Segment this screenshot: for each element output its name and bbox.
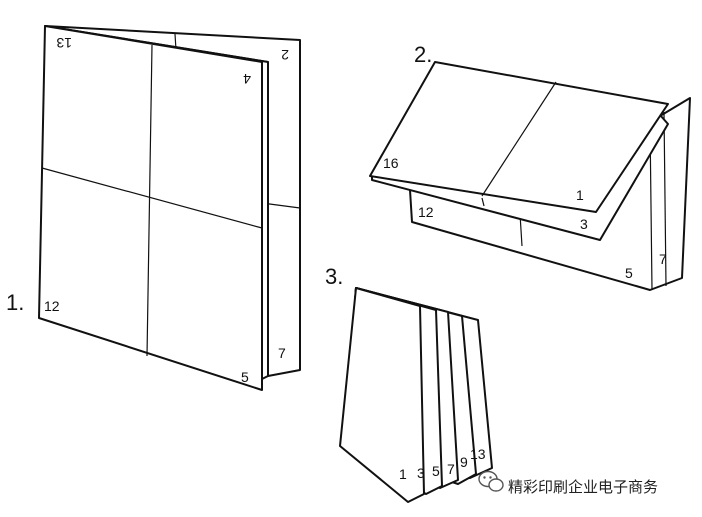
page-1-label: 1 [576,187,584,203]
step-3-panel-front [339,287,425,503]
step-2-mid-fold [481,197,485,207]
watermark: 精彩印刷企业电子商务 [478,470,658,496]
step-1-label: 1. [6,290,24,315]
step-1-horizontal-fold [41,167,263,229]
page-16-label: 16 [383,155,399,171]
page-5-label-step2: 5 [625,265,633,281]
step-3-label: 3. [325,264,343,289]
step-2-label: 2. [414,42,432,67]
step-2-leaf-edge-b [663,111,667,287]
watermark-text: 精彩印刷企业电子商务 [508,478,658,496]
page-4-label: 4 [243,71,251,87]
page-13-label-step3: 13 [470,446,486,462]
page-12-label-step2: 12 [418,204,434,220]
step-1-figure: 1. 13 2 4 12 7 5 [6,25,301,391]
page-12-label: 12 [44,298,60,314]
page-5-label: 5 [241,369,249,385]
step-1-vertical-fold [146,44,153,357]
page-1-label-step3: 1 [399,466,407,482]
step-3-figure: 3. 1 3 5 7 9 13 [325,264,493,503]
step-1-front-sheet [38,25,263,391]
step-2-top-fold [481,81,557,197]
wechat-icon [478,470,504,492]
step-2-top-sheet [369,61,669,213]
page-7-label-step3: 7 [447,461,455,477]
page-13-label: 13 [56,35,72,51]
page-7-label: 7 [278,345,286,361]
page-7-label-step2: 7 [659,251,667,267]
page-9-label-step3: 9 [460,454,468,470]
page-3-label-step3: 3 [417,465,425,481]
page-5-label-step3: 5 [432,463,440,479]
page-2-label: 2 [281,47,289,63]
page-3-label: 3 [580,216,588,232]
step-2-figure: 2. 16 1 12 3 5 7 [369,42,691,291]
